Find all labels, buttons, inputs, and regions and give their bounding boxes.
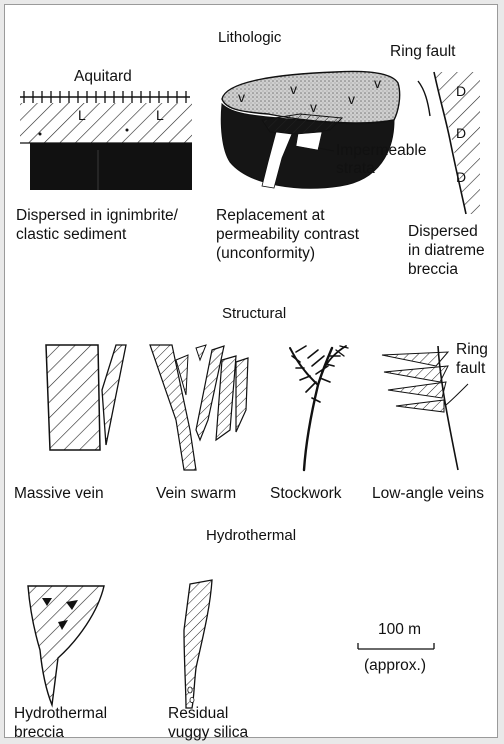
volcanic-marker-4: v: [348, 90, 355, 109]
massive-vein-sketch: [46, 345, 126, 450]
stockwork-sketch: [290, 346, 348, 470]
caption-diatreme: Dispersed in diatreme breccia: [408, 222, 485, 279]
section-title-hydrothermal: Hydrothermal: [206, 526, 296, 545]
volcanic-marker-2: v: [290, 80, 297, 99]
caption-stockwork: Stockwork: [270, 484, 342, 503]
impermeable-strata-label: Impermeable strata: [336, 142, 426, 178]
ignimbrite-sketch: [20, 91, 192, 190]
section-title-lithologic: Lithologic: [218, 28, 281, 47]
caption-replacement: Replacement at permeability contrast (un…: [216, 206, 359, 263]
section-title-structural: Structural: [222, 304, 286, 323]
scale-distance-label: 100 m: [378, 620, 421, 639]
vein-swarm-sketch: [150, 345, 248, 470]
volcanic-marker-5: v: [374, 74, 381, 93]
scale-note-label: (approx.): [364, 656, 426, 675]
scale-bar: [358, 643, 434, 649]
caption-low-angle-veins: Low-angle veins: [372, 484, 484, 503]
caption-massive-vein: Massive vein: [14, 484, 104, 503]
ring-fault-label: Ring fault: [390, 42, 455, 61]
ignimbrite-marker-1: L: [78, 106, 86, 125]
vuggy-silica-sketch: [184, 580, 212, 708]
caption-ignimbrite: Dispersed in ignimbrite/ clastic sedimen…: [16, 206, 178, 244]
diatreme-sketch: [418, 72, 480, 214]
volcanic-marker-3: v: [310, 98, 317, 117]
breccia-marker-2: D: [456, 124, 466, 143]
aquitard-label: Aquitard: [74, 67, 132, 86]
ring-fault-label-structural: Ring fault: [456, 340, 488, 378]
ignimbrite-marker-2: L: [156, 106, 164, 125]
breccia-marker-1: D: [456, 82, 466, 101]
hydrothermal-breccia-sketch: [28, 586, 104, 705]
volcanic-marker-1: v: [238, 88, 245, 107]
caption-vein-swarm: Vein swarm: [156, 484, 236, 503]
caption-vuggy-silica: Residual vuggy silica: [168, 704, 248, 742]
breccia-marker-3: D: [456, 168, 466, 187]
caption-hydrothermal-breccia: Hydrothermal breccia: [14, 704, 107, 742]
